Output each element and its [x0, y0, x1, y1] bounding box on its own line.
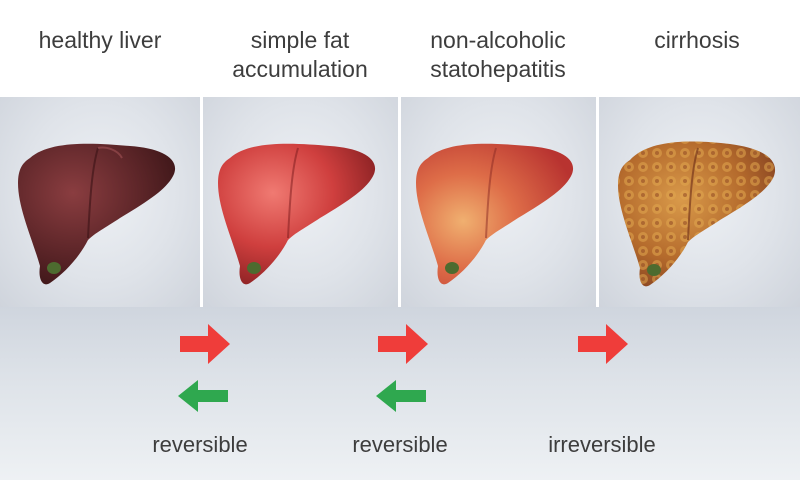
simple-fat-liver-illustration: [218, 143, 376, 285]
arrow-right-icon: [578, 324, 628, 364]
backward-arrow-shape: [178, 380, 228, 412]
cirrhosis-liver-illustration: [618, 141, 776, 287]
forward-arrow-shape: [578, 324, 628, 364]
stage-title-cirrhosis: cirrhosis: [654, 27, 740, 53]
arrow-right-icon: [180, 324, 230, 364]
panel-divider: [596, 97, 599, 307]
healthy-liver-illustration: [18, 143, 176, 285]
transition-label-reversible-1: reversible: [152, 432, 248, 457]
panel-divider: [398, 97, 401, 307]
panel-divider: [200, 97, 203, 307]
stage-title-simple-fat-accumulation: simple fat accumulation: [232, 27, 368, 82]
forward-arrow-shape: [180, 324, 230, 364]
transition-label-reversible-2: reversible: [352, 432, 448, 457]
arrow-right-icon: [378, 324, 428, 364]
backward-arrow-shape: [376, 380, 426, 412]
forward-arrow-shape: [378, 324, 428, 364]
nash-liver-illustration: [416, 143, 574, 285]
transition-label-irreversible: irreversible: [548, 432, 656, 457]
arrow-left-icon: [178, 380, 228, 412]
arrow-left-icon: [376, 380, 426, 412]
stage-title-non-alcoholic-statohepatitis: non-alcoholic statohepatitis: [430, 27, 566, 82]
stage-title-healthy-liver: healthy liver: [38, 27, 162, 53]
